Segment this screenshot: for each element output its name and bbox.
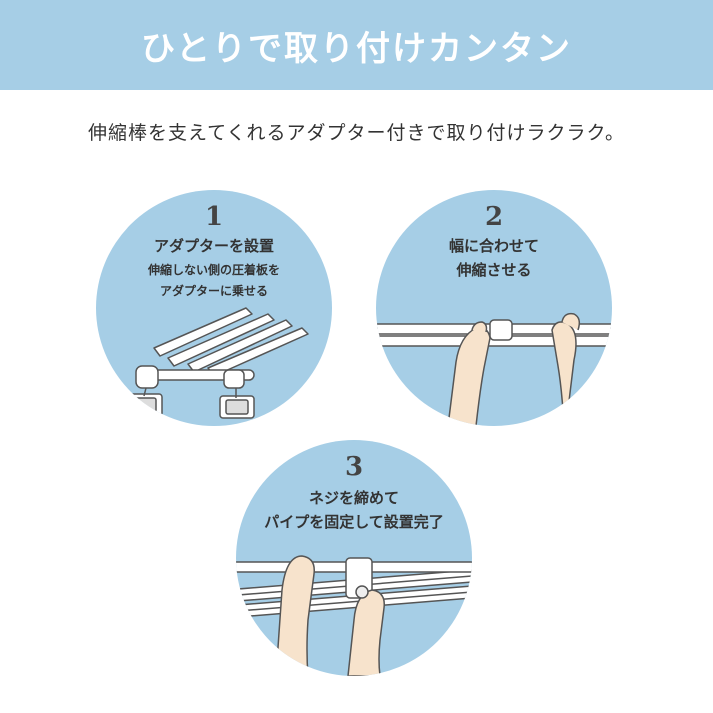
- step-2-title-line-2: 伸縮させる: [456, 261, 532, 279]
- step-1-desc-line-1: 伸縮しない側の圧着板を: [147, 263, 280, 277]
- extend-rod-illustration: [376, 312, 612, 426]
- step-3-title-line-1: ネジを締めて: [308, 489, 399, 507]
- step-1-number: 1: [204, 202, 224, 232]
- step-2-title: 幅に合わせて 伸縮させる: [376, 234, 612, 282]
- step-2-title-line-1: 幅に合わせて: [448, 237, 539, 255]
- subtitle: 伸縮棒を支えてくれるアダプター付きで取り付けラクラク。: [88, 122, 625, 144]
- step-3-title: ネジを締めて パイプを固定して設置完了: [236, 486, 472, 534]
- step-2-circle: 2 幅に合わせて 伸縮させる: [376, 190, 612, 426]
- step-1-title: アダプターを設置: [96, 234, 332, 258]
- tighten-screw-illustration: [236, 555, 472, 676]
- step-3-circle: 3 ネジを締めて パイプを固定して設置完了: [236, 440, 472, 676]
- rod-adapter-illustration: [125, 307, 309, 419]
- page-title: ひとりで取り付けカンタン: [141, 28, 572, 69]
- step-1-circle: 1 アダプターを設置 伸縮しない側の圧着板を アダプターに乗せる: [96, 190, 332, 426]
- step-2-number: 2: [484, 202, 504, 232]
- step-3-number: 3: [344, 452, 364, 482]
- step-1-title-line-1: アダプターを設置: [153, 237, 274, 255]
- step-3-title-line-2: パイプを固定して設置完了: [264, 513, 444, 531]
- step-1-desc-line-2: アダプターに乗せる: [159, 284, 268, 298]
- step-1-description: 伸縮しない側の圧着板を アダプターに乗せる: [96, 260, 332, 302]
- header-banner: ひとりで取り付けカンタン: [0, 0, 713, 90]
